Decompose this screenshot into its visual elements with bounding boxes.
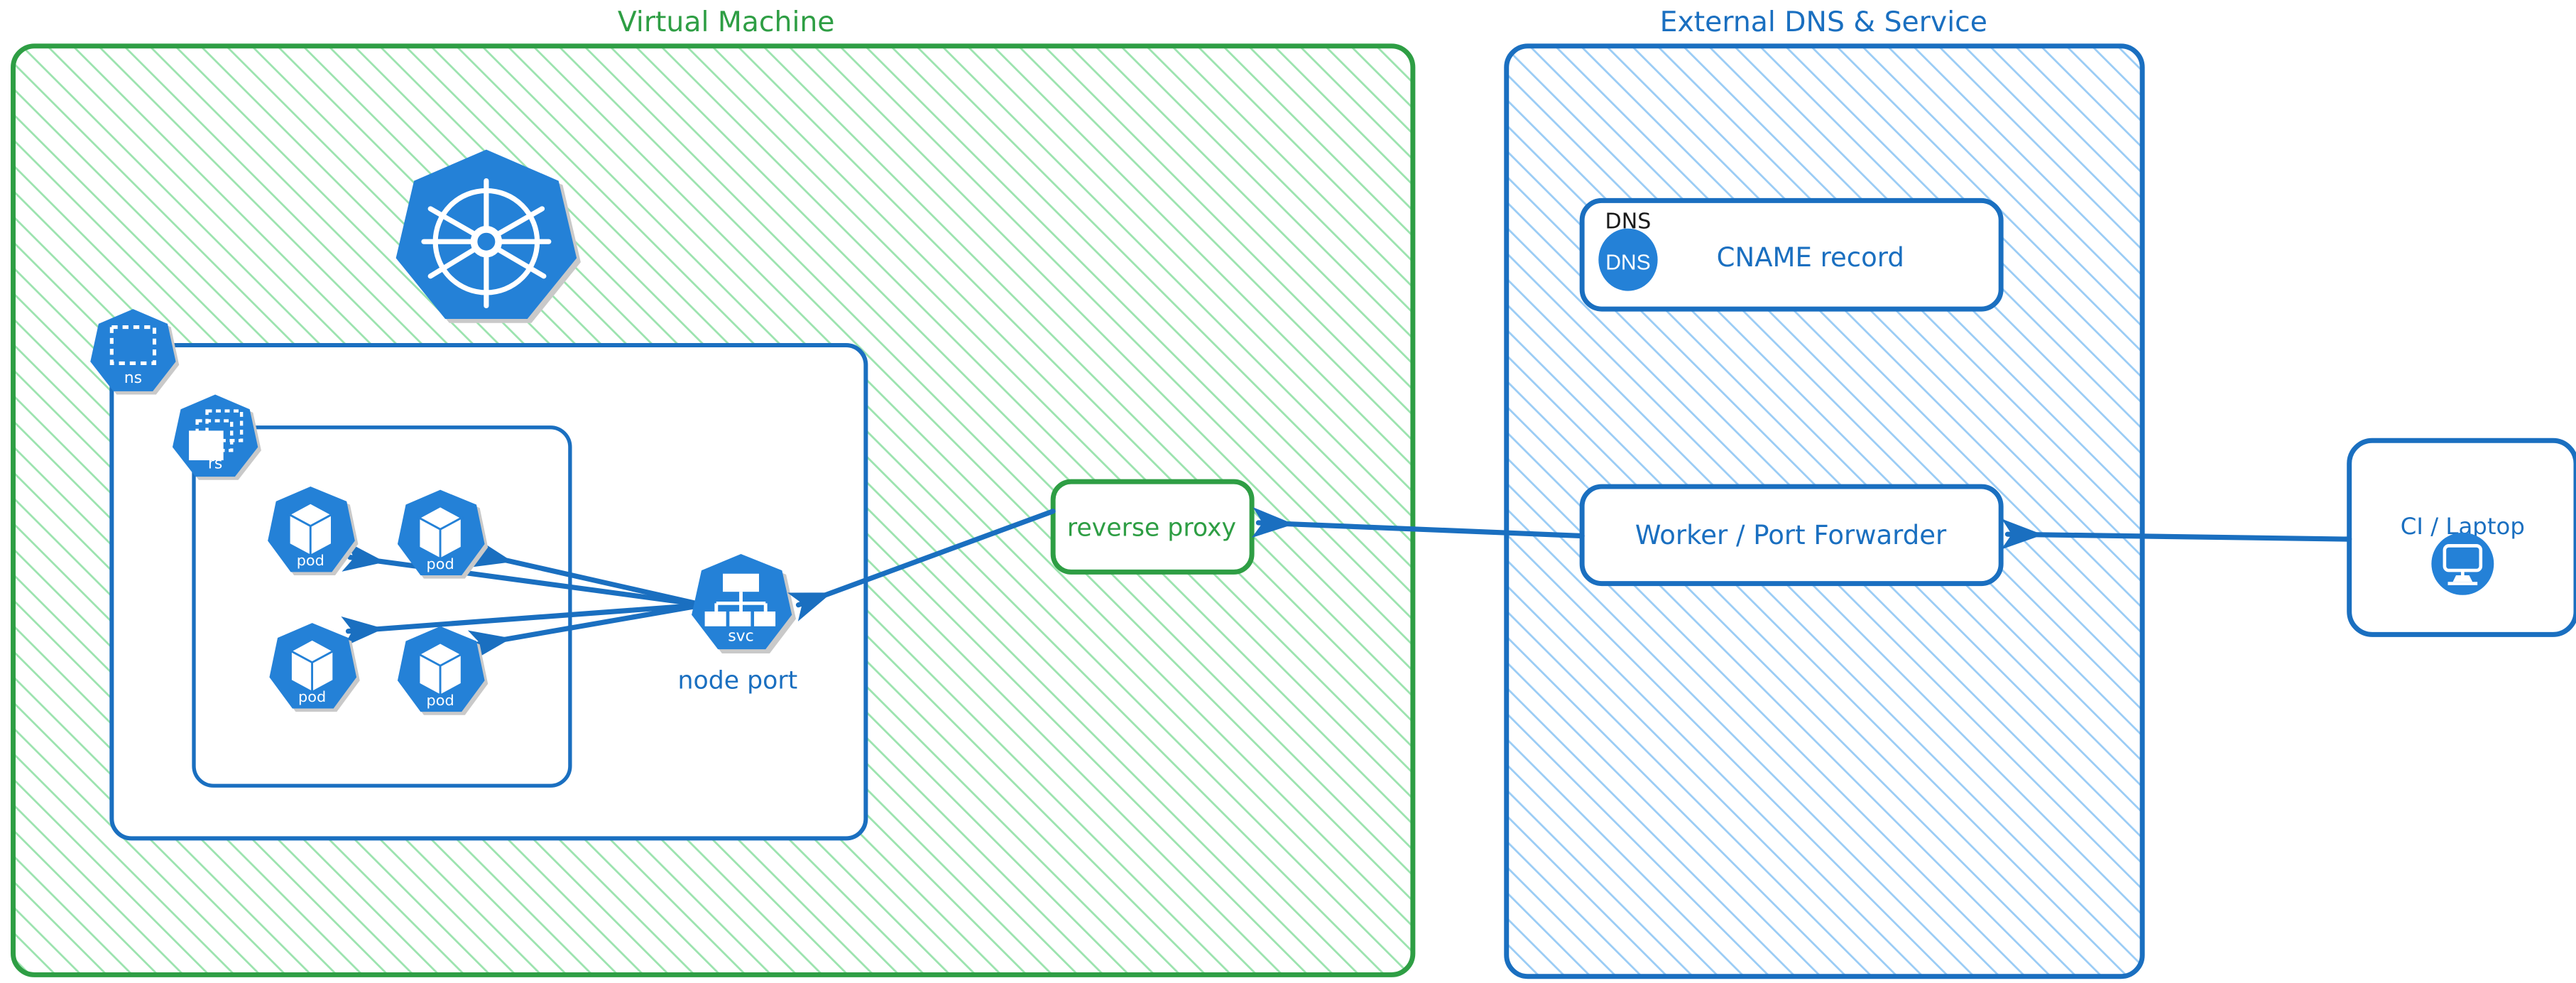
dns-card[interactable]: DNS DNS CNAME record: [1579, 197, 2004, 312]
panel-title-virtual-machine: Virtual Machine: [618, 6, 835, 38]
arrow-group-service-to-pods: [341, 538, 706, 661]
service-node-port: svc node port: [678, 553, 798, 695]
arrow-svc-to-pod-2: [469, 538, 706, 608]
panel-title-external-dns-service: External DNS & Service: [1660, 6, 1987, 38]
worker-port-forwarder-box[interactable]: Worker / Port Forwarder: [1579, 484, 2004, 587]
arrow-reverse-proxy-to-svc: [787, 509, 1056, 621]
pod-1: pod: [268, 487, 359, 576]
monitor-icon: [2431, 532, 2494, 595]
service-badge-label: svc: [728, 628, 754, 646]
kubernetes-logo: [395, 149, 581, 323]
reverse-proxy-label: reverse proxy: [1067, 514, 1236, 542]
pod-3: pod: [269, 623, 360, 712]
replicaset-badge: rs: [172, 394, 261, 480]
pod-label: pod: [297, 552, 324, 569]
dns-card-label: CNAME record: [1717, 242, 1904, 273]
replicaset-badge-label: rs: [208, 455, 222, 473]
pod-label: pod: [427, 555, 454, 572]
pod-4: pod: [397, 626, 489, 715]
arrow-worker-to-reverse-proxy: [1251, 507, 1585, 539]
arrow-svc-to-pod-4: [467, 602, 706, 661]
dns-badge-icon: [1598, 228, 1658, 291]
reverse-proxy-box[interactable]: reverse proxy: [1050, 479, 1255, 575]
dns-badge-label: DNS: [1605, 251, 1651, 275]
ci-laptop-box[interactable]: CI / Laptop: [2347, 438, 2576, 637]
pod-label: pod: [427, 692, 454, 709]
panel-border-virtual-machine: [11, 43, 1416, 977]
service-icon: [704, 573, 776, 626]
service-node-port-label: node port: [678, 667, 798, 695]
replicaset-box: [192, 425, 572, 788]
arrow-svc-to-pod-1: [342, 541, 706, 608]
namespace-badge-label: ns: [124, 369, 142, 387]
pod-2: pod: [397, 489, 489, 579]
panel-border-external-dns-service: [1504, 43, 2145, 979]
worker-port-forwarder-label: Worker / Port Forwarder: [1635, 520, 1947, 550]
namespace-icon: [109, 325, 157, 366]
arrow-svc-to-pod-3: [341, 602, 706, 647]
pod-icon: [288, 638, 336, 694]
namespace-badge: ns: [90, 309, 180, 395]
arrow-client-to-worker: [2001, 518, 2352, 550]
pod-icon: [417, 505, 464, 561]
pod-label: pod: [298, 688, 326, 705]
replicaset-icon: [189, 409, 244, 461]
pod-icon: [417, 641, 464, 697]
pod-icon: [287, 501, 334, 558]
